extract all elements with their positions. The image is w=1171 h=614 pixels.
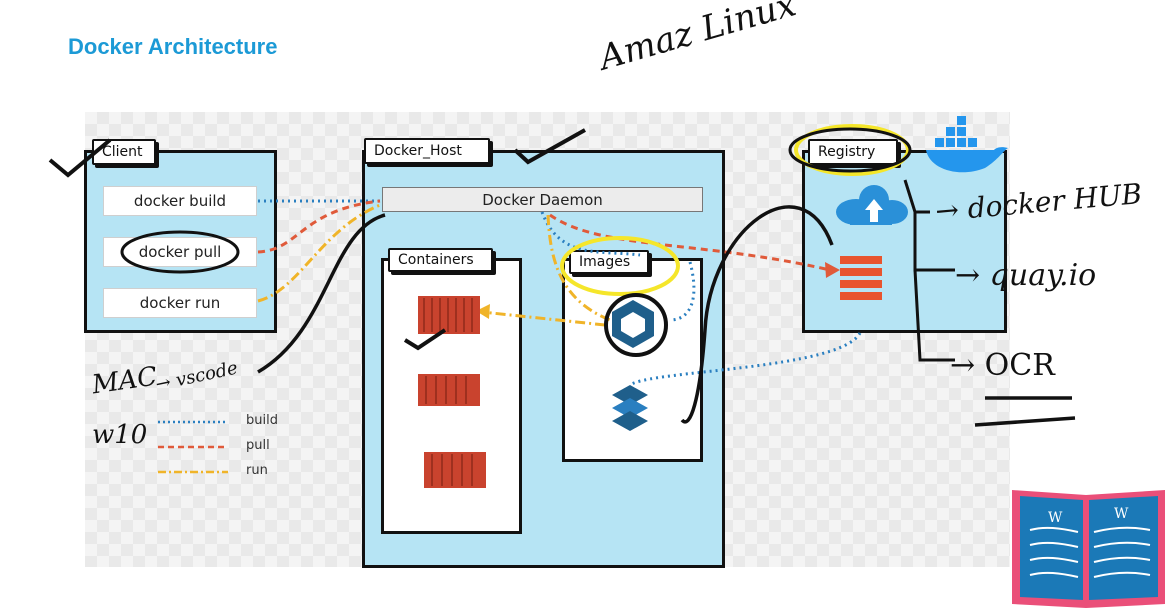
docker-build-command: docker build <box>103 186 257 216</box>
build-arrow-4 <box>629 332 862 387</box>
images-yellow-circle <box>560 236 680 296</box>
pull-arrow-head <box>825 262 840 278</box>
build-arrow-3 <box>669 261 696 322</box>
page-title: Docker Architecture <box>68 34 278 59</box>
annotation-quay: → quay.io <box>955 258 1097 293</box>
pull-circle-mark <box>120 230 240 274</box>
run-arrow <box>257 203 381 303</box>
annotation-ocr: → OCR <box>950 348 1055 383</box>
container-icon-3 <box>424 452 486 488</box>
svg-text:W: W <box>1114 506 1129 522</box>
container-check-mark <box>403 328 447 351</box>
containers-tab: Containers <box>388 248 493 272</box>
registry-bracket-line <box>903 179 955 362</box>
image-stack-icon <box>612 385 648 431</box>
build-arrow-2 <box>540 211 641 257</box>
registry-to-image-arrow <box>680 205 834 424</box>
image-hexagon-icon <box>612 300 654 348</box>
docker-daemon-bar: Docker Daemon <box>382 187 703 212</box>
pull-arrow <box>257 199 381 254</box>
ocr-underline-2 <box>974 416 1076 427</box>
legend-pull-label: pull <box>246 438 270 453</box>
run-arrow-2 <box>546 214 611 322</box>
docker-host-tab: Docker_Host <box>364 138 490 164</box>
docker-whale-icon <box>926 116 1008 173</box>
annotation-w10: w10 <box>92 420 148 450</box>
svg-text:W: W <box>1048 510 1063 526</box>
legend-run-label: run <box>246 463 268 478</box>
run-arrow-3 <box>481 310 606 327</box>
legend-build-label: build <box>246 413 278 428</box>
registry-black-circle <box>788 127 912 173</box>
mac-to-daemon-arrow <box>257 213 386 374</box>
client-check-mark <box>48 138 112 178</box>
book-logo-icon: W W <box>1012 490 1165 608</box>
images-tab: Images <box>569 250 649 274</box>
image-hexagon-circle-mark <box>604 293 668 357</box>
cloud-upload-icon <box>836 185 908 225</box>
container-icon-1 <box>418 296 480 334</box>
registry-tab: Registry <box>808 139 898 165</box>
registry-stack-icon <box>840 256 882 300</box>
docker-run-command: docker run <box>103 288 257 318</box>
run-arrow-head <box>476 304 490 319</box>
registry-yellow-circle <box>794 124 910 176</box>
container-icon-2 <box>418 374 480 406</box>
host-check-mark <box>513 128 586 165</box>
